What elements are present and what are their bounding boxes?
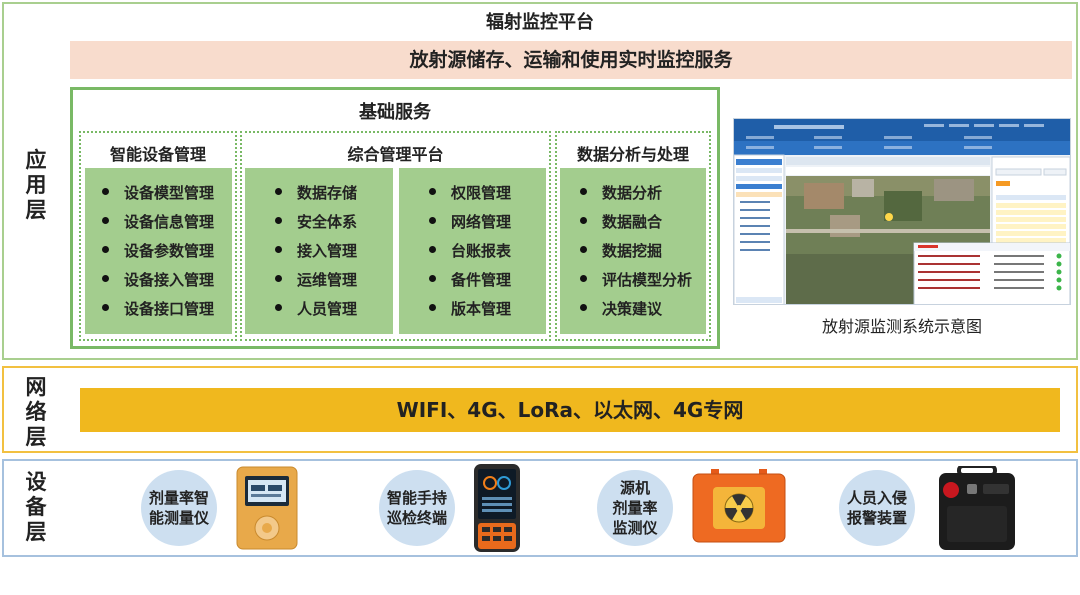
label-char: 应	[25, 148, 47, 172]
list-item: 数据挖掘	[580, 240, 662, 261]
monitoring-screenshot-image	[734, 119, 1070, 304]
label-char: 网	[25, 375, 47, 399]
list-item: 权限管理	[429, 182, 511, 203]
bullet-icon	[429, 188, 436, 195]
integrated-platform-heading: 综合管理平台	[347, 145, 444, 164]
bullet-icon	[275, 304, 282, 311]
device-mgmt-box	[79, 131, 237, 341]
application-layer-label: 应 用 层	[6, 148, 66, 223]
bullet-icon	[102, 188, 109, 195]
intrusion-alarm-icon	[937, 464, 1017, 556]
list-item: 数据存储	[275, 182, 357, 203]
list-item: 接入管理	[275, 240, 357, 261]
bullet-icon	[102, 275, 109, 282]
integrated-platform-panel-left: 数据存储 安全体系 接入管理 运维管理 人员管理	[245, 168, 393, 334]
screenshot-caption: 放射源监测系统示意图	[821, 317, 982, 336]
device-label-source-monitor: 源机剂量率监测仪	[597, 470, 673, 546]
device-label-intrusion-alarm: 人员入侵报警装置	[839, 470, 915, 546]
list-item: 设备接口管理	[102, 298, 214, 319]
label-char: 层	[25, 425, 47, 449]
bullet-icon	[580, 304, 587, 311]
bullet-icon	[275, 275, 282, 282]
bullet-icon	[580, 275, 587, 282]
list-item: 数据分析	[580, 182, 662, 203]
list-item: 设备接入管理	[102, 269, 214, 290]
list-item: 人员管理	[275, 298, 357, 319]
bullet-icon	[580, 188, 587, 195]
device-label-dose-meter: 剂量率智能测量仪	[141, 470, 217, 546]
list-item: 设备模型管理	[102, 182, 214, 203]
bullet-icon	[429, 304, 436, 311]
data-analysis-panel: 数据分析 数据融合 数据挖掘 评估模型分析 决策建议	[560, 168, 706, 334]
list-item: 备件管理	[429, 269, 511, 290]
integrated-platform-box	[240, 131, 551, 341]
list-item: 版本管理	[429, 298, 511, 319]
base-service-title: 基础服务	[359, 102, 431, 123]
application-layer-frame	[2, 2, 1078, 360]
network-layer-frame	[2, 366, 1078, 453]
device-layer-label: 设 备 层	[6, 470, 66, 545]
device-layer-frame	[2, 459, 1078, 557]
network-layer-label: 网 络 层	[6, 375, 66, 450]
bullet-icon	[580, 246, 587, 253]
device-mgmt-panel: 设备模型管理 设备信息管理 设备参数管理 设备接入管理 设备接口管理	[85, 168, 232, 334]
bullet-icon	[102, 304, 109, 311]
label-char: 设	[25, 470, 47, 494]
list-item: 台账报表	[429, 240, 511, 261]
data-analysis-box	[555, 131, 711, 341]
source-monitor-icon	[691, 469, 787, 549]
label-char: 层	[25, 520, 47, 544]
bullet-icon	[580, 217, 587, 224]
service-banner: 放射源储存、运输和使用实时监控服务	[70, 41, 1072, 79]
device-mgmt-heading: 智能设备管理	[109, 145, 206, 164]
bullet-icon	[429, 246, 436, 253]
list-item: 决策建议	[580, 298, 662, 319]
bullet-icon	[102, 246, 109, 253]
bullet-icon	[102, 217, 109, 224]
list-item: 设备参数管理	[102, 240, 214, 261]
list-item: 设备信息管理	[102, 211, 214, 232]
list-item: 运维管理	[275, 269, 357, 290]
label-char: 层	[25, 198, 47, 222]
data-analysis-heading: 数据分析与处理	[576, 145, 689, 164]
list-item: 评估模型分析	[580, 269, 692, 290]
handheld-terminal-icon	[473, 463, 521, 557]
list-item: 数据融合	[580, 211, 662, 232]
bullet-icon	[275, 217, 282, 224]
dose-meter-icon	[236, 466, 298, 554]
bullet-icon	[429, 217, 436, 224]
monitoring-system-screenshot	[733, 118, 1071, 305]
network-protocols-bar: WIFI、4G、LoRa、以太网、4G专网	[80, 388, 1060, 432]
device-label-handheld: 智能手持巡检终端	[379, 470, 455, 546]
label-char: 备	[25, 495, 47, 519]
bullet-icon	[429, 275, 436, 282]
list-item: 安全体系	[275, 211, 357, 232]
label-char: 用	[25, 173, 47, 197]
bullet-icon	[275, 246, 282, 253]
bullet-icon	[275, 188, 282, 195]
list-item: 网络管理	[429, 211, 511, 232]
integrated-platform-panel-right: 权限管理 网络管理 台账报表 备件管理 版本管理	[399, 168, 546, 334]
label-char: 络	[25, 400, 47, 424]
platform-title: 辐射监控平台	[486, 12, 594, 33]
